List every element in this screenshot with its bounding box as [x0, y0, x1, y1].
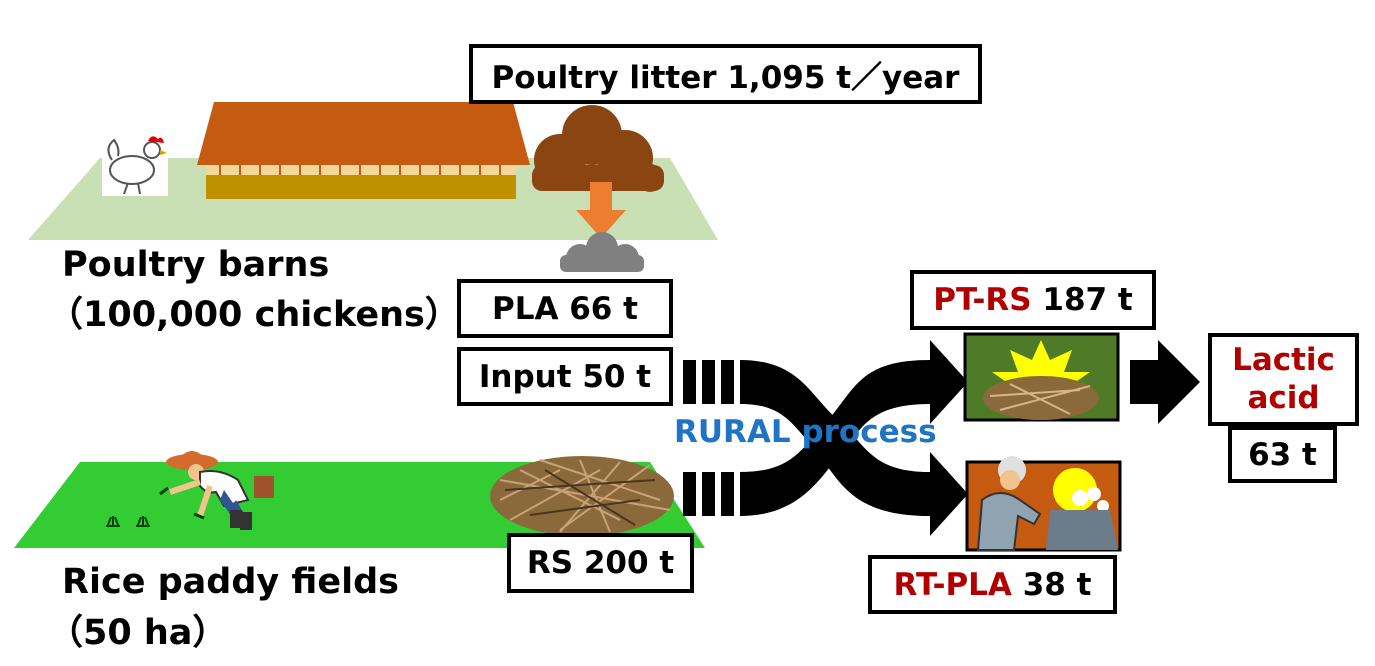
poultry-litter-box: Poultry litter 1,095 t／year [469, 44, 982, 104]
worker-icon [965, 456, 1122, 552]
pla-box: PLA 66 t [457, 279, 673, 338]
lactic-acid-box: Lactic acid [1208, 333, 1359, 426]
barn-building [197, 102, 530, 199]
poultry-litter-text: Poultry litter 1,095 t／year [491, 59, 960, 96]
rtpla-value: 38 t [1011, 566, 1092, 603]
seedlings [106, 516, 150, 527]
crossing-flow-arrows [740, 340, 968, 536]
flow-arrow-lower [740, 340, 968, 516]
litter-pile-icon [532, 105, 664, 192]
flow-arrow-upper [740, 360, 968, 536]
field-label-line1: Rice paddy fields [62, 562, 399, 602]
rtpla-box: RT-PLA 38 t [868, 555, 1117, 614]
lactic-line1: Lactic [1232, 342, 1335, 379]
ptrs-value: 187 t [1031, 282, 1133, 318]
barn-label-line1: Poultry barns [62, 245, 330, 285]
pla-text: PLA 66 t [491, 290, 638, 327]
flow-dashes-top [683, 360, 734, 404]
lactic-line2: acid [1247, 379, 1320, 416]
ptrs-name: PT-RS [933, 282, 1032, 318]
rice-straw-icon [490, 456, 674, 536]
ash-pile-icon [560, 232, 644, 272]
rs-box: RS 200 t [507, 533, 694, 593]
process-label: RURAL process [674, 414, 937, 450]
lactic-value: 63 t [1248, 436, 1317, 473]
farmer-icon [159, 451, 274, 530]
rtpla-name: RT-PLA [893, 566, 1012, 603]
chicken-icon [102, 132, 168, 196]
input-text: Input 50 t [478, 358, 652, 395]
down-arrow-icon [576, 182, 626, 238]
ptrs-box: PT-RS 187 t [910, 270, 1156, 330]
barn-label-line2: （100,000 chickens） [48, 295, 460, 335]
right-arrow-icon [1130, 340, 1200, 424]
input-box: Input 50 t [457, 347, 673, 406]
lactic-value-box: 63 t [1228, 426, 1337, 483]
flow-dashes-bottom [683, 472, 734, 516]
straw-burst-icon [963, 332, 1120, 422]
field-label-line2: （50 ha） [48, 613, 228, 653]
rs-text: RS 200 t [526, 545, 675, 581]
